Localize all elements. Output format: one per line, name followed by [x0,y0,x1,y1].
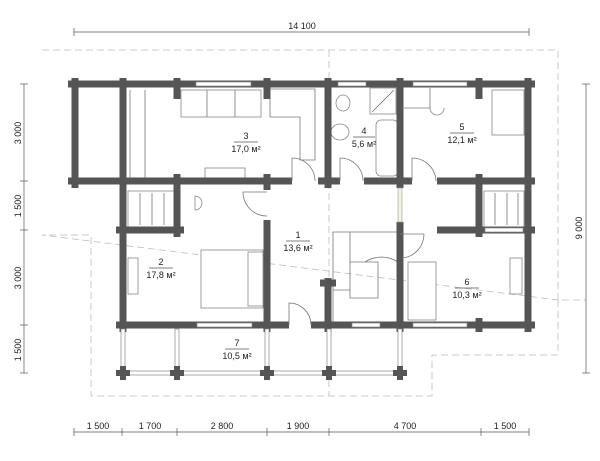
sink [330,123,350,141]
stair-box-right [483,190,525,228]
porch [116,328,407,380]
furniture [127,87,525,323]
overall-depth-label: 9 000 [574,217,584,240]
door-room-6 [400,233,425,259]
armchair-bed [491,89,525,136]
dim-bottom-2: 2 800 [211,421,234,431]
svg-text:3: 3 [243,131,248,141]
dresser-room-6 [509,257,523,295]
washbasin [429,107,445,116]
dimension-right: 9 000 [574,83,590,374]
room-4-label: 4 5,6 м² [352,126,376,149]
dim-bottom-5: 1 500 [494,421,517,431]
dresser [127,257,139,295]
shelf [269,88,316,161]
dim-left-3: 1 500 [13,339,23,362]
wardrobe [404,88,431,109]
svg-text:6: 6 [464,277,469,287]
chair [194,195,203,211]
sofa [180,89,262,118]
svg-text:12,1 м²: 12,1 м² [447,135,476,145]
svg-text:17,8 м²: 17,8 м² [146,270,175,280]
svg-text:13,6 м²: 13,6 м² [283,243,312,253]
svg-text:2: 2 [158,257,163,267]
svg-text:5: 5 [459,122,464,132]
dim-bottom-1: 1 700 [139,421,162,431]
room-6-label: 6 10,3 м² [452,277,481,300]
doors [242,157,437,326]
door-room-4 [339,157,364,182]
dimension-top: 14 100 [73,21,530,36]
stair-box-left [127,190,176,228]
door-room-3 [291,157,316,182]
room-7-label: 7 10,5 м² [222,338,251,361]
desk [204,167,246,180]
overall-width-label: 14 100 [288,21,316,31]
room-5-label: 5 12,1 м² [447,122,476,145]
toilet [335,94,351,112]
room-2-label: 2 17,8 м² [146,257,175,280]
room-labels: 3 17,0 м² 4 5,6 м² 5 12,1 м² 1 13,6 м² 2 17,8… [146,122,481,361]
door-room-5 [411,157,437,182]
dim-left-1: 1 500 [13,195,23,218]
dim-bottom-3: 1 900 [287,421,310,431]
sofa-room-6 [407,261,437,321]
glass-partition [397,187,403,223]
dim-bottom-4: 4 700 [394,421,417,431]
door-porch [288,302,312,326]
ladder [129,90,146,178]
svg-text:1: 1 [295,230,300,240]
dimension-bottom: 1 500 1 700 2 800 1 900 4 700 1 500 [73,421,530,436]
dim-bottom-0: 1 500 [87,421,110,431]
svg-text:5,6 м²: 5,6 м² [352,139,376,149]
dim-left-2: 3 000 [13,267,23,290]
room-3-label: 3 17,0 м² [231,131,260,154]
dimension-left: 3 000 1 500 3 000 1 500 [13,83,28,374]
room-1-label: 1 13,6 м² [283,230,312,253]
svg-text:4: 4 [361,126,366,136]
svg-text:17,0 м²: 17,0 м² [231,144,260,154]
windows [195,81,524,328]
dim-left-0: 3 000 [13,122,23,145]
roof-outline [41,49,586,397]
bathtub [375,119,399,177]
svg-text:7: 7 [234,338,239,348]
staircase [332,231,399,323]
svg-text:10,5 м²: 10,5 м² [222,351,251,361]
door-room-2 [242,191,268,217]
svg-text:10,3 м²: 10,3 м² [452,290,481,300]
